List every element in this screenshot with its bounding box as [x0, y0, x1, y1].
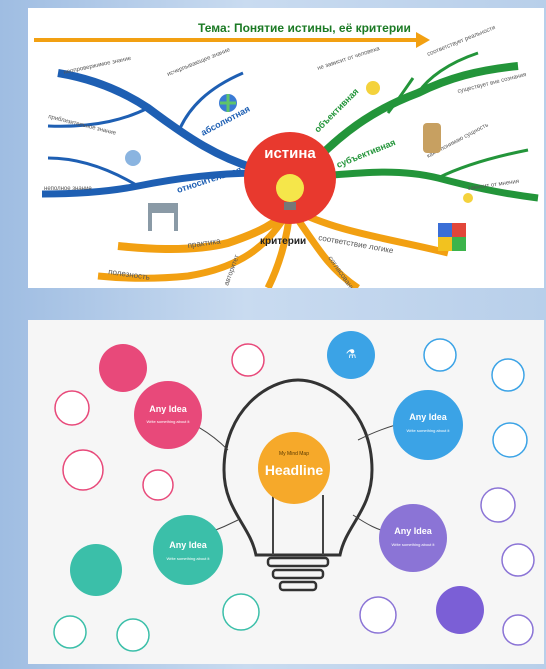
headline-title: Headline	[265, 462, 324, 478]
person-icon	[125, 150, 141, 166]
blue-sub-node-2	[491, 358, 525, 392]
blue-branch-lower	[41, 169, 261, 198]
puzzle-icon	[438, 223, 452, 237]
teal-idea-label: Any Idea	[169, 540, 208, 550]
pink-idea-label: Any Idea	[149, 404, 188, 414]
blue-node-small	[327, 331, 375, 379]
puzzle-piece-icon	[438, 237, 452, 251]
lightbulb-outline	[222, 378, 374, 557]
teal-sub-node	[53, 615, 87, 649]
truth-mind-map: Тема: Понятие истины, её критерии истина…	[34, 21, 539, 304]
teal-node-small	[70, 544, 122, 596]
pink-sub-node-4	[231, 343, 265, 377]
green-branch-leaf-3	[437, 148, 529, 180]
bulb-base-ring	[266, 556, 330, 568]
orange-branch-usefulness	[97, 206, 294, 282]
green-branch-main	[315, 62, 519, 161]
purple-sub-node-3	[359, 596, 397, 634]
flask-icon: ⚗	[346, 347, 357, 361]
small-bulb-icon	[463, 193, 473, 203]
truth-mind-map-panel: Тема: Понятие истины, её критерии истина…	[28, 8, 544, 304]
pink-node-small	[99, 344, 147, 392]
detective-icon	[423, 123, 441, 153]
bulb-base-ring	[271, 568, 325, 580]
branch-label-consistency: согласованность	[326, 255, 363, 288]
green-branch-leaf	[416, 51, 479, 94]
leaf-label-l4: неполное знание	[44, 186, 92, 192]
green-branch-leaf-2	[386, 77, 415, 114]
lightbulb-mind-map: My Mind Map Headline Any Idea Write some…	[53, 331, 535, 652]
globe-land-icon	[220, 94, 236, 112]
purple-idea-node	[379, 504, 447, 572]
leaf-label-r2: соответствует реальности	[427, 25, 497, 58]
blue-branch-main	[57, 69, 262, 174]
purple-sub-node-2	[501, 543, 535, 577]
headline-caption: My Mind Map	[279, 451, 309, 457]
lightbulb-base-icon	[284, 202, 296, 210]
bulb-base-ring	[278, 580, 318, 592]
lightbulb-icon	[276, 174, 304, 202]
table-leg-icon	[174, 213, 178, 231]
teal-idea-caption: Write something about it	[166, 556, 210, 561]
blue-branch-leaf-3	[47, 156, 139, 188]
pink-idea-caption: Write something about it	[146, 419, 190, 424]
lightbulb-mind-map-panel: My Mind Map Headline Any Idea Write some…	[28, 320, 544, 664]
puzzle-piece-icon	[452, 237, 466, 251]
blue-idea-node	[393, 390, 463, 460]
table-leg-icon	[148, 213, 152, 231]
pink-sub-node-2	[62, 449, 104, 491]
teal-sub-node-2	[116, 618, 150, 652]
blue-branch-leaf	[47, 106, 149, 128]
purple-sub-node	[480, 487, 516, 523]
blue-sub-node	[423, 338, 457, 372]
blue-idea-label: Any Idea	[409, 412, 448, 422]
teal-sub-node-3	[222, 593, 260, 631]
leaf-label-l2: исчерпывающее знание	[167, 47, 232, 78]
purple-sub-node-4	[502, 614, 534, 646]
blue-branch-leaf-2	[176, 71, 244, 134]
headline-node	[258, 432, 330, 504]
filament-line	[272, 495, 324, 555]
center-label: истина	[264, 145, 316, 162]
pink-idea-node	[134, 381, 202, 449]
purple-idea-label: Any Idea	[394, 526, 433, 536]
table-icon	[148, 203, 178, 213]
branch-label-authority: авторитет	[223, 253, 241, 286]
blue-idea-caption: Write something about it	[406, 428, 450, 433]
pink-sub-node-3	[142, 469, 174, 501]
violet-node-small	[436, 586, 484, 634]
pink-sub-node	[54, 390, 90, 426]
sub-center-label: критерии	[260, 236, 306, 247]
leaf-label-l1: неопровержимое знание	[63, 56, 132, 76]
blue-sub-node-3	[492, 422, 528, 458]
leaf-label-r1: не зависит от человека	[317, 46, 381, 72]
puzzle-piece-icon	[452, 223, 466, 237]
purple-idea-caption: Write something about it	[391, 542, 435, 547]
map-title: Тема: Понятие истины, её критерии	[198, 21, 411, 35]
title-arrow-head	[416, 32, 430, 48]
teal-idea-node	[153, 515, 223, 585]
idea-bulb-icon	[366, 81, 380, 95]
branch-label-subjective: субъективная	[335, 137, 397, 170]
